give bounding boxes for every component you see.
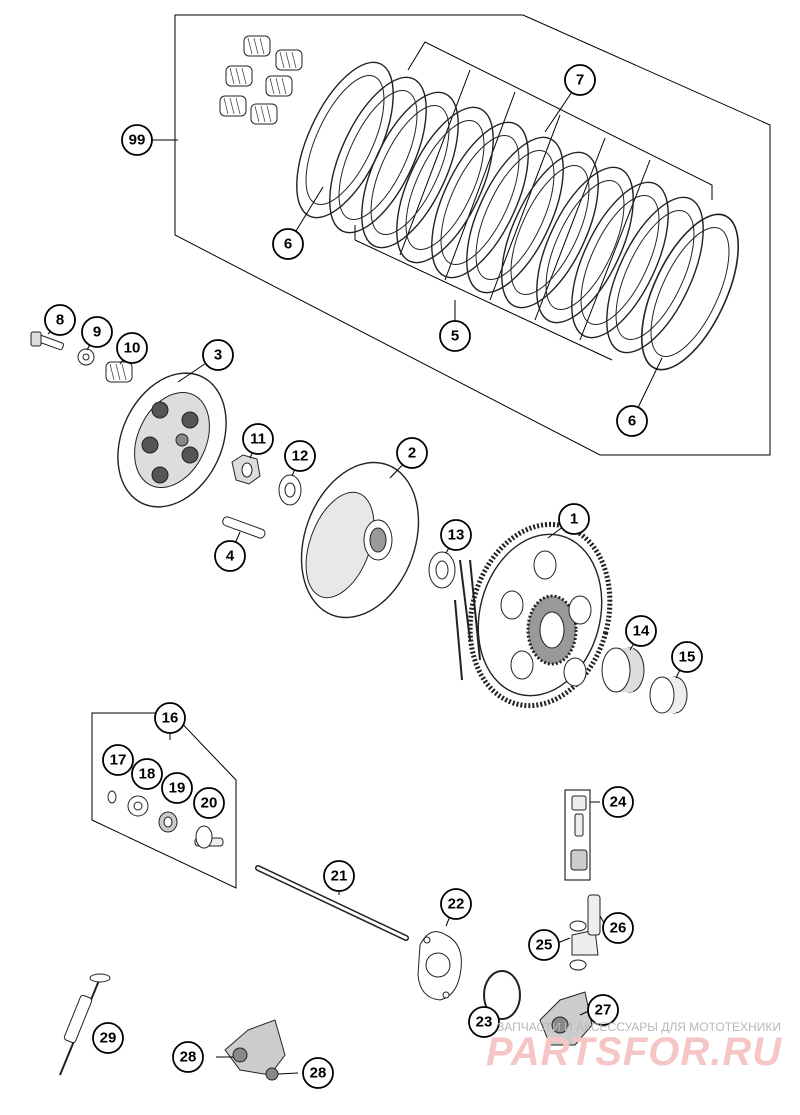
callout-label: 18 — [139, 766, 156, 783]
callout-23: 23 — [468, 1006, 500, 1038]
callout-label: 21 — [331, 868, 348, 885]
callout-18: 18 — [131, 758, 163, 790]
clutch-plates — [296, 61, 740, 371]
callout-label: 13 — [448, 527, 465, 544]
callout-label: 14 — [633, 623, 650, 640]
callout-1: 1 — [558, 503, 590, 535]
callout-label: 28 — [180, 1049, 197, 1066]
callout-label: 20 — [201, 795, 218, 812]
callout-27: 27 — [587, 994, 619, 1026]
callout-8: 8 — [44, 304, 76, 336]
callout-99: 99 — [121, 124, 153, 156]
watermark-logo: PARTSFOR.RU — [486, 1030, 783, 1074]
callout-28: 28 — [172, 1041, 204, 1073]
callout-6-lower: 6 — [616, 405, 648, 437]
release-kit-parts — [107, 790, 224, 849]
callout-28-lower: 28 — [302, 1057, 334, 1089]
callout-19: 19 — [161, 772, 193, 804]
callout-label: 9 — [93, 324, 101, 341]
callout-label: 11 — [250, 431, 266, 448]
bleeder-kit-frame — [564, 789, 591, 881]
bleed-syringe — [59, 973, 111, 1076]
callout-16: 16 — [154, 702, 186, 734]
pressure-plate — [117, 372, 227, 508]
callout-2: 2 — [396, 437, 428, 469]
slave-cylinder-gasket — [417, 931, 462, 1001]
callout-label: 25 — [536, 937, 553, 954]
callout-12: 12 — [284, 440, 316, 472]
callout-4: 4 — [214, 540, 246, 572]
callout-label: 10 — [124, 340, 141, 357]
nut-and-lockwasher — [231, 454, 302, 506]
bolt-washer-spring — [30, 331, 133, 383]
callout-15: 15 — [671, 641, 703, 673]
callout-26: 26 — [602, 912, 634, 944]
callout-22: 22 — [440, 888, 472, 920]
callout-label: 16 — [162, 710, 179, 727]
callout-label: 24 — [610, 794, 627, 811]
callout-14: 14 — [625, 615, 657, 647]
callout-label: 99 — [129, 132, 146, 149]
callout-11: 11 — [242, 423, 274, 455]
callout-label: 5 — [451, 328, 459, 345]
callout-25: 25 — [528, 929, 560, 961]
banjo-fitting — [569, 894, 601, 971]
callout-label: 6 — [284, 236, 292, 253]
callout-6: 6 — [272, 228, 304, 260]
callout-label: 12 — [292, 448, 309, 465]
callout-label: 19 — [169, 780, 186, 797]
watermark-caption: ЗАПЧАСТИ И АКСЕССУАРЫ ДЛЯ МОТОТЕХНИКИ — [497, 1020, 781, 1034]
callout-13: 13 — [440, 519, 472, 551]
callout-7: 7 — [564, 64, 596, 96]
callout-20: 20 — [193, 787, 225, 819]
slave-cylinder-body — [224, 1019, 286, 1081]
callout-label: 6 — [628, 413, 636, 430]
inner-clutch-hub — [300, 461, 420, 619]
clutch-kit-frame — [174, 14, 771, 456]
callout-label: 17 — [110, 752, 127, 769]
callout-label: 22 — [448, 896, 465, 913]
callout-17: 17 — [102, 744, 134, 776]
callout-24: 24 — [602, 786, 634, 818]
callout-label: 7 — [576, 72, 584, 89]
callout-9: 9 — [81, 316, 113, 348]
clutch-springs — [219, 35, 303, 125]
callout-29: 29 — [92, 1022, 124, 1054]
clutch-basket-gear — [454, 521, 613, 709]
callout-label: 29 — [100, 1030, 117, 1047]
callout-label: 28 — [310, 1065, 327, 1082]
callout-label: 3 — [214, 347, 222, 364]
o-ring — [483, 970, 521, 1020]
callout-10: 10 — [116, 332, 148, 364]
callout-21: 21 — [323, 860, 355, 892]
callout-label: 8 — [56, 312, 64, 329]
callout-label: 4 — [226, 548, 235, 565]
bleeder-fittings — [570, 795, 588, 871]
callout-5: 5 — [439, 320, 471, 352]
callout-label: 23 — [476, 1014, 493, 1031]
bushing-and-sleeve — [601, 647, 688, 714]
callout-label: 27 — [595, 1002, 612, 1019]
callout-label: 15 — [679, 649, 696, 666]
callout-label: 26 — [610, 920, 627, 937]
pin — [222, 516, 266, 539]
thrust-washer — [428, 551, 456, 589]
callout-label: 2 — [408, 445, 416, 462]
clutch-slave-cylinder — [539, 991, 593, 1046]
callout-3: 3 — [202, 339, 234, 371]
callout-label: 1 — [570, 511, 578, 528]
